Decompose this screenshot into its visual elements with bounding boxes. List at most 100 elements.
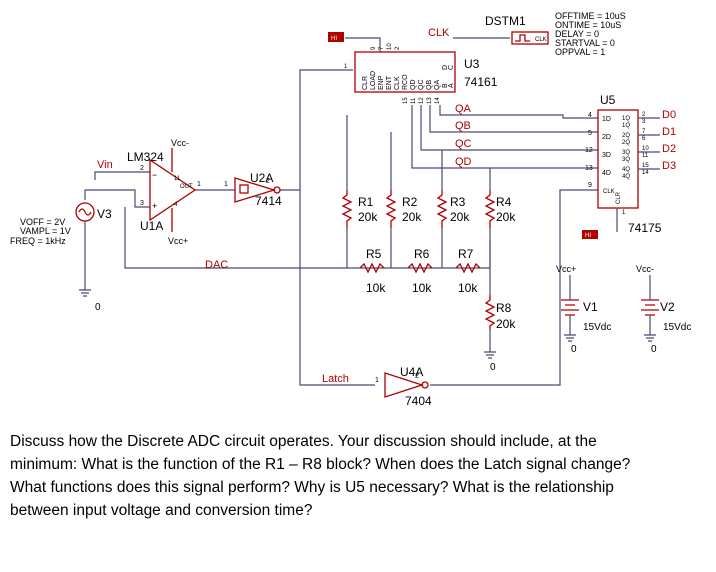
- opamp-minus-sign: −: [152, 170, 157, 180]
- clock-param-startval: STARTVAL = 0: [555, 38, 615, 48]
- latch-body: [597, 109, 639, 209]
- opamp-out-label: OUT: [180, 184, 193, 190]
- resistor-r2: [385, 190, 397, 228]
- inverter2-pin-out: 2: [415, 373, 419, 380]
- resistor-r6: [407, 262, 433, 274]
- question-text: Discuss how the Discrete ADC circuit ope…: [10, 430, 710, 522]
- counter-pin-clk: CLK: [394, 76, 401, 90]
- clk-net-label: CLK: [428, 27, 450, 39]
- inverter2-ref: U4A: [400, 365, 423, 379]
- latch-outpin-2: 2: [642, 112, 646, 118]
- resistor-r4: [484, 190, 496, 228]
- r1-value: 20k: [358, 210, 378, 224]
- latch-out-2qb: 2Q: [622, 140, 630, 146]
- ground-icon: [79, 289, 91, 297]
- r2-ref: R2: [402, 195, 418, 209]
- clock-param-ontime: ONTIME = 10uS: [555, 20, 621, 30]
- battery-icon: [641, 299, 659, 316]
- net-qa: QA: [455, 103, 472, 115]
- opamp-pin-v-pos: 4: [174, 202, 178, 208]
- opamp-triangle-icon: [149, 158, 197, 222]
- clock-dstm1: DSTM1 CLK OFFTIME = 10uS ONTIME = 10uS D…: [485, 11, 626, 57]
- r8-ground-label: 0: [490, 362, 496, 373]
- v1-net: Vcc+: [556, 264, 576, 274]
- counter-pinnum-11: 11: [411, 97, 417, 104]
- latch-outpin-11: 11: [642, 153, 649, 159]
- latch-pin-4: 4: [588, 112, 592, 119]
- latch-in-3d: 3D: [602, 152, 611, 159]
- latch-outpin-3: 3: [642, 119, 646, 125]
- counter-ref: U3: [464, 57, 480, 71]
- counter-pinnum-13: 13: [427, 97, 433, 104]
- latch-outpin-6: 6: [642, 136, 646, 142]
- r6-ref: R6: [414, 247, 430, 261]
- counter-pinnum-14: 14: [435, 97, 441, 104]
- clock-param-oppval: OPPVAL = 1: [555, 47, 605, 57]
- counter-part: 74161: [464, 75, 498, 89]
- opamp-plus-sign: +: [152, 201, 157, 211]
- latch-out-1q: 1Q: [622, 116, 630, 122]
- v2-ground: 0: [651, 344, 657, 355]
- clock-symbol: CLK: [535, 37, 547, 43]
- clock-ref: DSTM1: [485, 14, 526, 28]
- latch-u5: U5 74175 4 1D 5 2D 12 3D 13 4D 9 1Q 1Q 2…: [582, 93, 676, 239]
- latch-clk-label: CLK: [603, 189, 615, 195]
- v2-net: Vcc-: [636, 264, 654, 274]
- latch-in-1d: 1D: [602, 116, 611, 123]
- latch-clk-pin: 9: [588, 182, 592, 189]
- counter-pin-qb: QB: [426, 80, 433, 90]
- resistor-r8: [484, 295, 496, 330]
- resistor-r3: [436, 190, 448, 228]
- counter-pin-a: A: [448, 83, 455, 88]
- question-line: Discuss how the Discrete ADC circuit ope…: [10, 433, 597, 450]
- opamp-vcc-neg: Vcc-: [171, 138, 189, 148]
- r5-ref: R5: [366, 247, 382, 261]
- latch-clr-label: CLR: [616, 191, 622, 204]
- r6-value: 10k: [412, 281, 432, 295]
- counter-pin-b: B: [442, 83, 449, 88]
- latch-out-3qb: 3Q: [622, 157, 630, 163]
- clock-source-icon: [511, 31, 549, 45]
- latch-clr-pin: 1: [622, 210, 626, 216]
- latch-in-2d: 2D: [602, 134, 611, 141]
- source-ref: V3: [97, 207, 112, 221]
- latch-out-4q: 4Q: [622, 167, 630, 173]
- r3-value: 20k: [450, 210, 470, 224]
- opamp-pin-v-neg: 11: [174, 176, 181, 182]
- dac-label: DAC: [205, 259, 228, 271]
- inverter1-ref: U2A: [250, 171, 273, 185]
- latch-out-4qb: 4Q: [622, 174, 630, 180]
- counter-pinnum-7: 7: [379, 46, 385, 50]
- opamp-ref: U1A: [140, 219, 163, 233]
- ground-icon: [564, 334, 576, 342]
- v1-ref: V1: [583, 300, 598, 314]
- opamp-u1a: Vin LM324 U1A Vcc- Vcc+ 2 3 OUT 1 11 4 −…: [97, 138, 201, 246]
- latch-label: Latch: [322, 373, 349, 385]
- v2-value: 15Vdc: [663, 322, 691, 333]
- resistor-r1: [341, 190, 353, 228]
- opamp-part: LM324: [127, 150, 164, 164]
- ground-icon: [484, 351, 496, 359]
- inverter-triangle-icon: [234, 177, 277, 203]
- wiring: [84, 37, 598, 386]
- counter-pin-load: LOAD: [370, 71, 377, 90]
- counter-pinnum-15: 15: [403, 97, 409, 104]
- clock-param-delay: DELAY = 0: [555, 29, 599, 39]
- r8-value: 20k: [496, 317, 516, 331]
- counter-pinnum-2: 2: [395, 46, 401, 50]
- r5-value: 10k: [366, 281, 386, 295]
- latch-outpin-14: 14: [642, 170, 649, 176]
- resistor-network: R1 20k R2 20k R3 20k R4 20k R5 10k R6 10…: [341, 190, 516, 373]
- r1-ref: R1: [358, 195, 374, 209]
- latch-ref: U5: [600, 93, 616, 107]
- inverter-triangle-icon: [384, 372, 425, 398]
- counter-pin-clr: CLR: [362, 76, 369, 90]
- counter-pin-qa: QA: [434, 80, 441, 90]
- supply-v1: Vcc+ 0 V1 15Vdc: [556, 264, 611, 355]
- latch-pin-12: 12: [585, 147, 593, 154]
- supply-v2: Vcc- 0 V2 15Vdc: [636, 264, 691, 355]
- r3-ref: R3: [450, 195, 466, 209]
- inverter1-part: 7414: [255, 194, 282, 208]
- question-line: minimum: What is the function of the R1 …: [10, 456, 631, 473]
- counter-pin-qc: QC: [418, 80, 425, 91]
